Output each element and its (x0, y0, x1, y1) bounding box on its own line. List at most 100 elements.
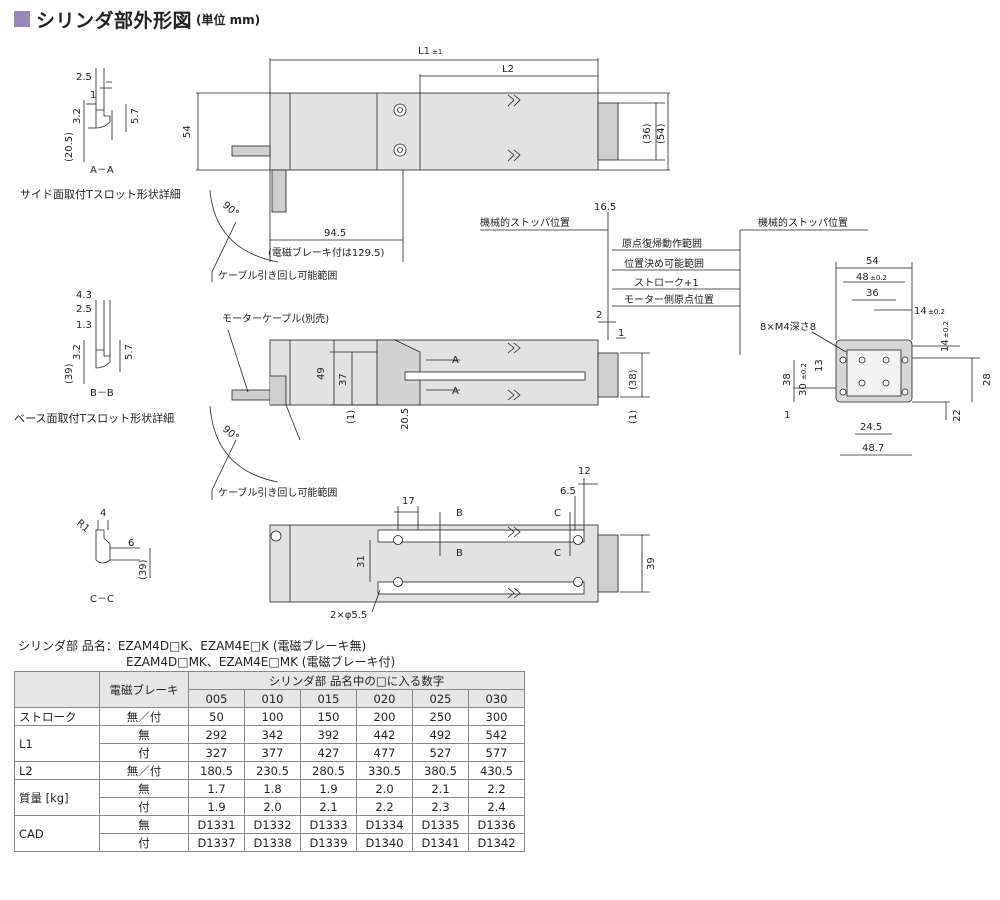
value-cell: D1331 (188, 815, 245, 834)
brake-cell: 無 (99, 815, 189, 834)
cable-range-side: ケーブル引き回し可能範囲 (218, 486, 337, 499)
brake-cell: 付 (99, 797, 189, 816)
value-cell: 2.1 (412, 779, 469, 798)
value-cell: 330.5 (356, 761, 413, 780)
row-label: 質量 [kg] (14, 779, 100, 816)
aa-dim-205: (20.5) (64, 132, 75, 162)
value-cell: 180.5 (188, 761, 245, 780)
dim-h38: (38) (628, 369, 639, 390)
value-cell: 427 (300, 743, 357, 762)
dim-h54b: (54) (656, 123, 667, 144)
bb-dim-43: 4.3 (76, 290, 92, 301)
detail-aa: 2.5 1 3.2 5.7 (20.5) A－A サイド面取付Tスロット形状詳細 (20, 68, 181, 201)
angle-90-top: 90° (220, 200, 241, 220)
value-cell: 442 (356, 725, 413, 744)
detail-cc: R1 4 6 (39) C－C (74, 508, 151, 605)
dimension-drawing: 2.5 1 3.2 5.7 (20.5) A－A サイド面取付Tスロット形状詳細… (14, 46, 993, 621)
section-a-upper: A (452, 355, 459, 366)
value-cell: 50 (188, 707, 245, 726)
value-cell: 1.9 (300, 779, 357, 798)
code-header: 025 (412, 689, 469, 708)
unit-label: (単位 mm) (196, 12, 261, 27)
dim-2: 2 (596, 310, 602, 321)
value-cell: D1342 (468, 833, 525, 852)
value-cell: 1.9 (188, 797, 245, 816)
dim-h1-end: 1 (784, 410, 790, 421)
brake-cell: 付 (99, 833, 189, 852)
value-cell: 2.2 (356, 797, 413, 816)
dim-w487: 48.7 (862, 443, 884, 454)
holes-label: 2×φ5.5 (330, 610, 367, 621)
dim-h31: 31 (356, 555, 367, 568)
bb-dim-57: 5.7 (124, 344, 135, 360)
value-cell: D1339 (300, 833, 357, 852)
dim-h36: (36) (642, 123, 653, 144)
dim-h39: 39 (646, 557, 657, 570)
cable-range-top: ケーブル引き回し可能範囲 (218, 269, 337, 282)
section-c-upper: C (554, 508, 561, 519)
section-b-upper: B (456, 508, 463, 519)
dim-w48-tol: ±0.2 (870, 274, 887, 282)
value-cell: D1341 (412, 833, 469, 852)
bb-dim-32: 3.2 (72, 344, 83, 360)
value-cell: 230.5 (244, 761, 301, 780)
code-header: 010 (244, 689, 301, 708)
value-cell: D1335 (412, 815, 469, 834)
corner-cell (14, 671, 100, 708)
value-cell: 2.3 (412, 797, 469, 816)
value-cell: 527 (412, 743, 469, 762)
code-header: 005 (188, 689, 245, 708)
dim-945: 94.5 (324, 228, 346, 239)
value-cell: 300 (468, 707, 525, 726)
value-cell: 1.7 (188, 779, 245, 798)
top-view: L1 ±1 L2 54 (36) (54) 90° 94.5 (電磁ブレーキ付は… (182, 46, 670, 282)
dim-1: 1 (618, 328, 624, 339)
cc-dim-6: 6 (128, 538, 134, 549)
brake-cell: 無 (99, 725, 189, 744)
side-view: モーターケーブル(別売) 49 37 (1) 20.5 A A (38) (1)… (209, 202, 741, 500)
value-cell: 492 (412, 725, 469, 744)
value-cell: D1332 (244, 815, 301, 834)
section-b-lower: B (456, 548, 463, 559)
code-header: 020 (356, 689, 413, 708)
dim-h22: 22 (952, 409, 963, 422)
aa-caption: A－A (90, 165, 114, 176)
model-line-1: シリンダ部 品名：EZAM4D□K、EZAM4E□K (電磁ブレーキ無) (18, 639, 367, 653)
angle-90-side: 90° (220, 424, 241, 444)
cc-dim-39: (39) (138, 559, 149, 580)
dim-w245: 24.5 (860, 422, 882, 433)
row-label: CAD (14, 815, 100, 852)
value-cell: 380.5 (412, 761, 469, 780)
mech-stop-right: 機械的ストッパ位置 (758, 216, 848, 229)
bb-title: ベース面取付Tスロット形状詳細 (14, 411, 174, 425)
dim-l1: L1 (418, 46, 430, 57)
value-cell: 2.0 (244, 797, 301, 816)
page-heading: シリンダ部外形図 (単位 mm) (14, 6, 260, 32)
dim-h38-end: 38 (782, 373, 793, 386)
bb-caption: B－B (90, 388, 114, 399)
value-cell: 327 (188, 743, 245, 762)
brake-cell: 無 (99, 779, 189, 798)
dim-h30-tol: ±0.2 (800, 363, 808, 380)
heading-marker (14, 11, 30, 27)
page-title: シリンダ部外形図 (36, 9, 193, 32)
dim-w48: 48 (856, 272, 869, 283)
dim-w36: 36 (866, 288, 879, 299)
range-labels: 機械的ストッパ位置 機械的ストッパ位置 原点復帰動作範囲 位置決め可能範囲 スト… (480, 216, 868, 307)
bb-dim-25: 2.5 (76, 304, 92, 315)
value-cell: D1336 (468, 815, 525, 834)
value-cell: 150 (300, 707, 357, 726)
value-cell: 280.5 (300, 761, 357, 780)
value-cell: 100 (244, 707, 301, 726)
brake-cell: 無／付 (99, 761, 189, 780)
value-cell: 342 (244, 725, 301, 744)
dim-165: 16.5 (594, 202, 616, 213)
aa-dim-1: 1 (90, 90, 96, 101)
dim-h1b: (1) (628, 410, 639, 424)
tap-label: 8×M4深さ8 (760, 321, 816, 333)
